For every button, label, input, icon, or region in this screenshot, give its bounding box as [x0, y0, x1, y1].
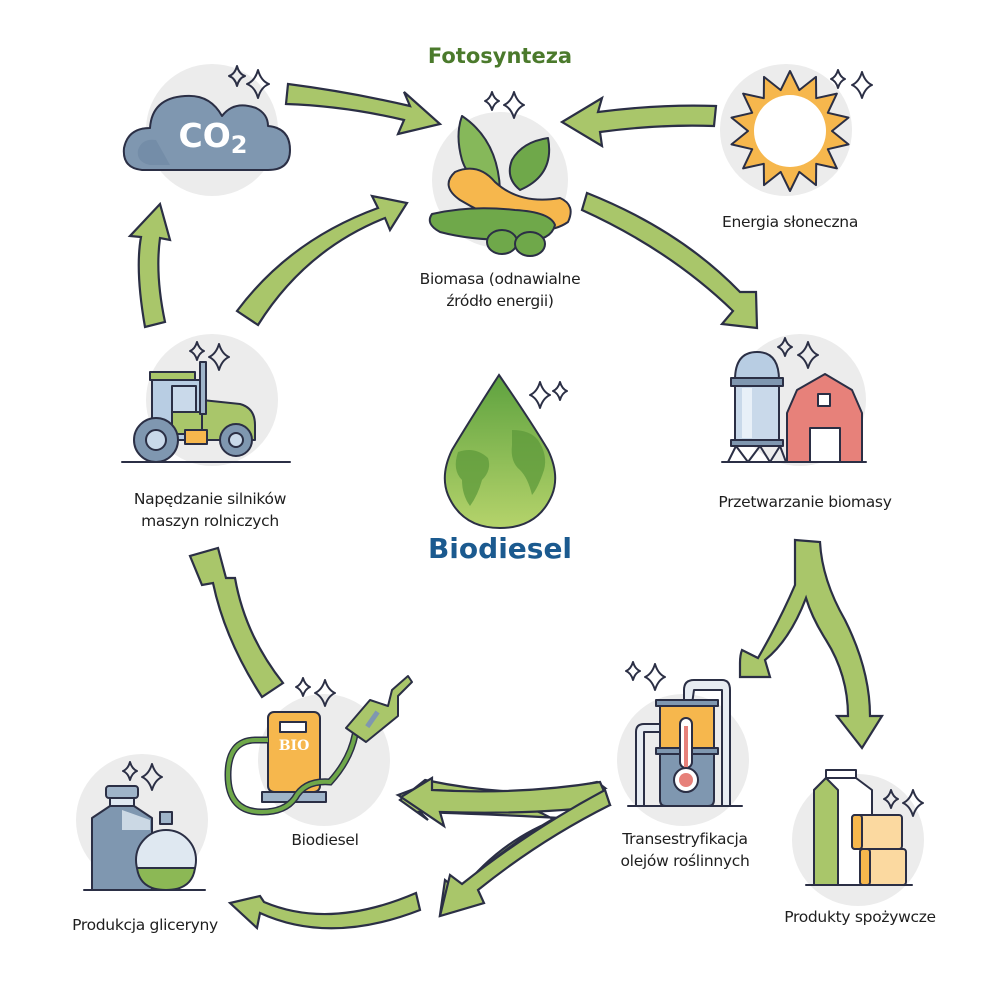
- label-trans-line1: Transestryfikacja: [622, 830, 748, 848]
- label-transesterification: Transestryfikacja olejów roślinnych: [580, 828, 790, 872]
- co2-cloud-icon: [122, 94, 291, 171]
- silo-barn-icon: [721, 351, 867, 463]
- label-biomass: Biomasa (odnawialne źródło energii): [385, 268, 615, 312]
- title-fotosynteza: Fotosynteza: [427, 44, 573, 68]
- arrow-trans-to-glycerin: [438, 788, 612, 918]
- arrow-tractor-to-co2: [127, 201, 172, 329]
- arrow-sun-to-biomass: [559, 95, 718, 149]
- bio-pump-text: BIO: [278, 738, 310, 754]
- label-biomass-line2: źródło energii): [446, 292, 554, 310]
- label-biomass-line1: Biomasa (odnawialne: [419, 270, 581, 288]
- label-tractor: Napędzanie silników maszyn rolniczych: [90, 488, 330, 532]
- label-glycerin: Produkcja gliceryny: [72, 916, 218, 934]
- co2-co: CO: [178, 116, 231, 155]
- label-food: Produkty spożywcze: [784, 908, 936, 926]
- label-biodiesel-pump: Biodiesel: [291, 831, 359, 849]
- arrow-tractor-to-biomass: [235, 194, 409, 327]
- sparkle-icon: [122, 65, 924, 817]
- arrow-biomass-to-processing: [580, 191, 759, 330]
- arrow-to-glycerin: [227, 891, 422, 931]
- tractor-icon: [121, 361, 291, 463]
- label-sun: Energia słoneczna: [721, 213, 859, 231]
- arrow-biodiesel-return: [398, 776, 612, 829]
- biomass-plants-icon: [428, 115, 572, 257]
- co2-icon-text: CO2: [168, 116, 258, 159]
- reactor-thermometer-icon: [627, 679, 743, 807]
- label-tractor-line2: maszyn rolniczych: [141, 512, 279, 530]
- food-products-icon: [805, 769, 913, 886]
- label-trans-line2: olejów roślinnych: [620, 852, 750, 870]
- co2-sub: 2: [230, 131, 248, 159]
- arrow-processing-split: [738, 538, 884, 750]
- arrow-pump-to-tractor: [188, 546, 285, 699]
- sun-icon: [730, 70, 850, 192]
- biodiesel-drop-globe-icon: [443, 373, 557, 530]
- label-tractor-line1: Napędzanie silników: [133, 490, 287, 508]
- center-title-biodiesel: Biodiesel: [427, 532, 573, 565]
- glycerin-bottles-icon: [83, 785, 206, 892]
- fuel-pump-icon: [224, 675, 413, 816]
- label-processing: Przetwarzanie biomasy: [718, 493, 892, 511]
- arrow-co2-to-biomass: [284, 82, 443, 136]
